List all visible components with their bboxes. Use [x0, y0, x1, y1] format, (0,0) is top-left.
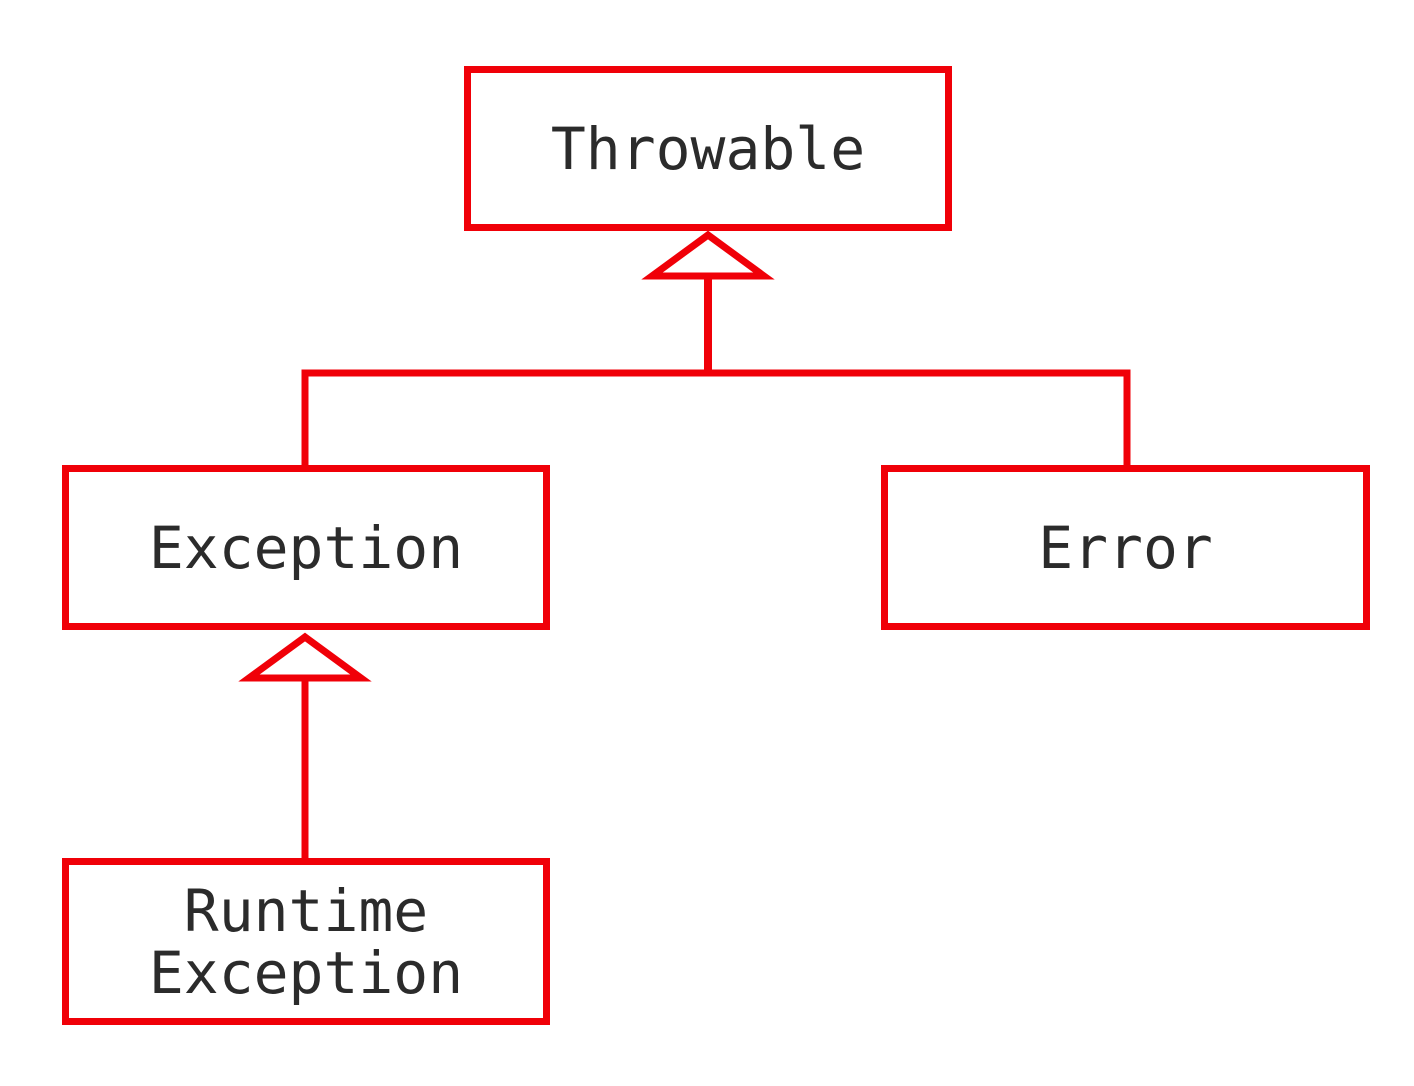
class-box-runtime-exception: Runtime Exception — [62, 858, 550, 1025]
inheritance-arrowhead-exception — [238, 632, 372, 682]
class-box-exception: Exception — [62, 465, 550, 630]
class-label-throwable: Throwable — [550, 114, 866, 183]
class-box-throwable: Throwable — [464, 66, 952, 231]
class-label-error: Error — [1038, 513, 1213, 582]
inheritance-arrowhead-throwable — [641, 230, 775, 280]
connector-exception-error-to-throwable — [301, 369, 1131, 465]
class-label-runtime-line-1: Runtime — [183, 876, 429, 945]
class-label-exception: Exception — [148, 513, 464, 582]
class-label-runtime-line-2: Exception — [148, 938, 464, 1007]
class-box-error: Error — [881, 465, 1370, 630]
